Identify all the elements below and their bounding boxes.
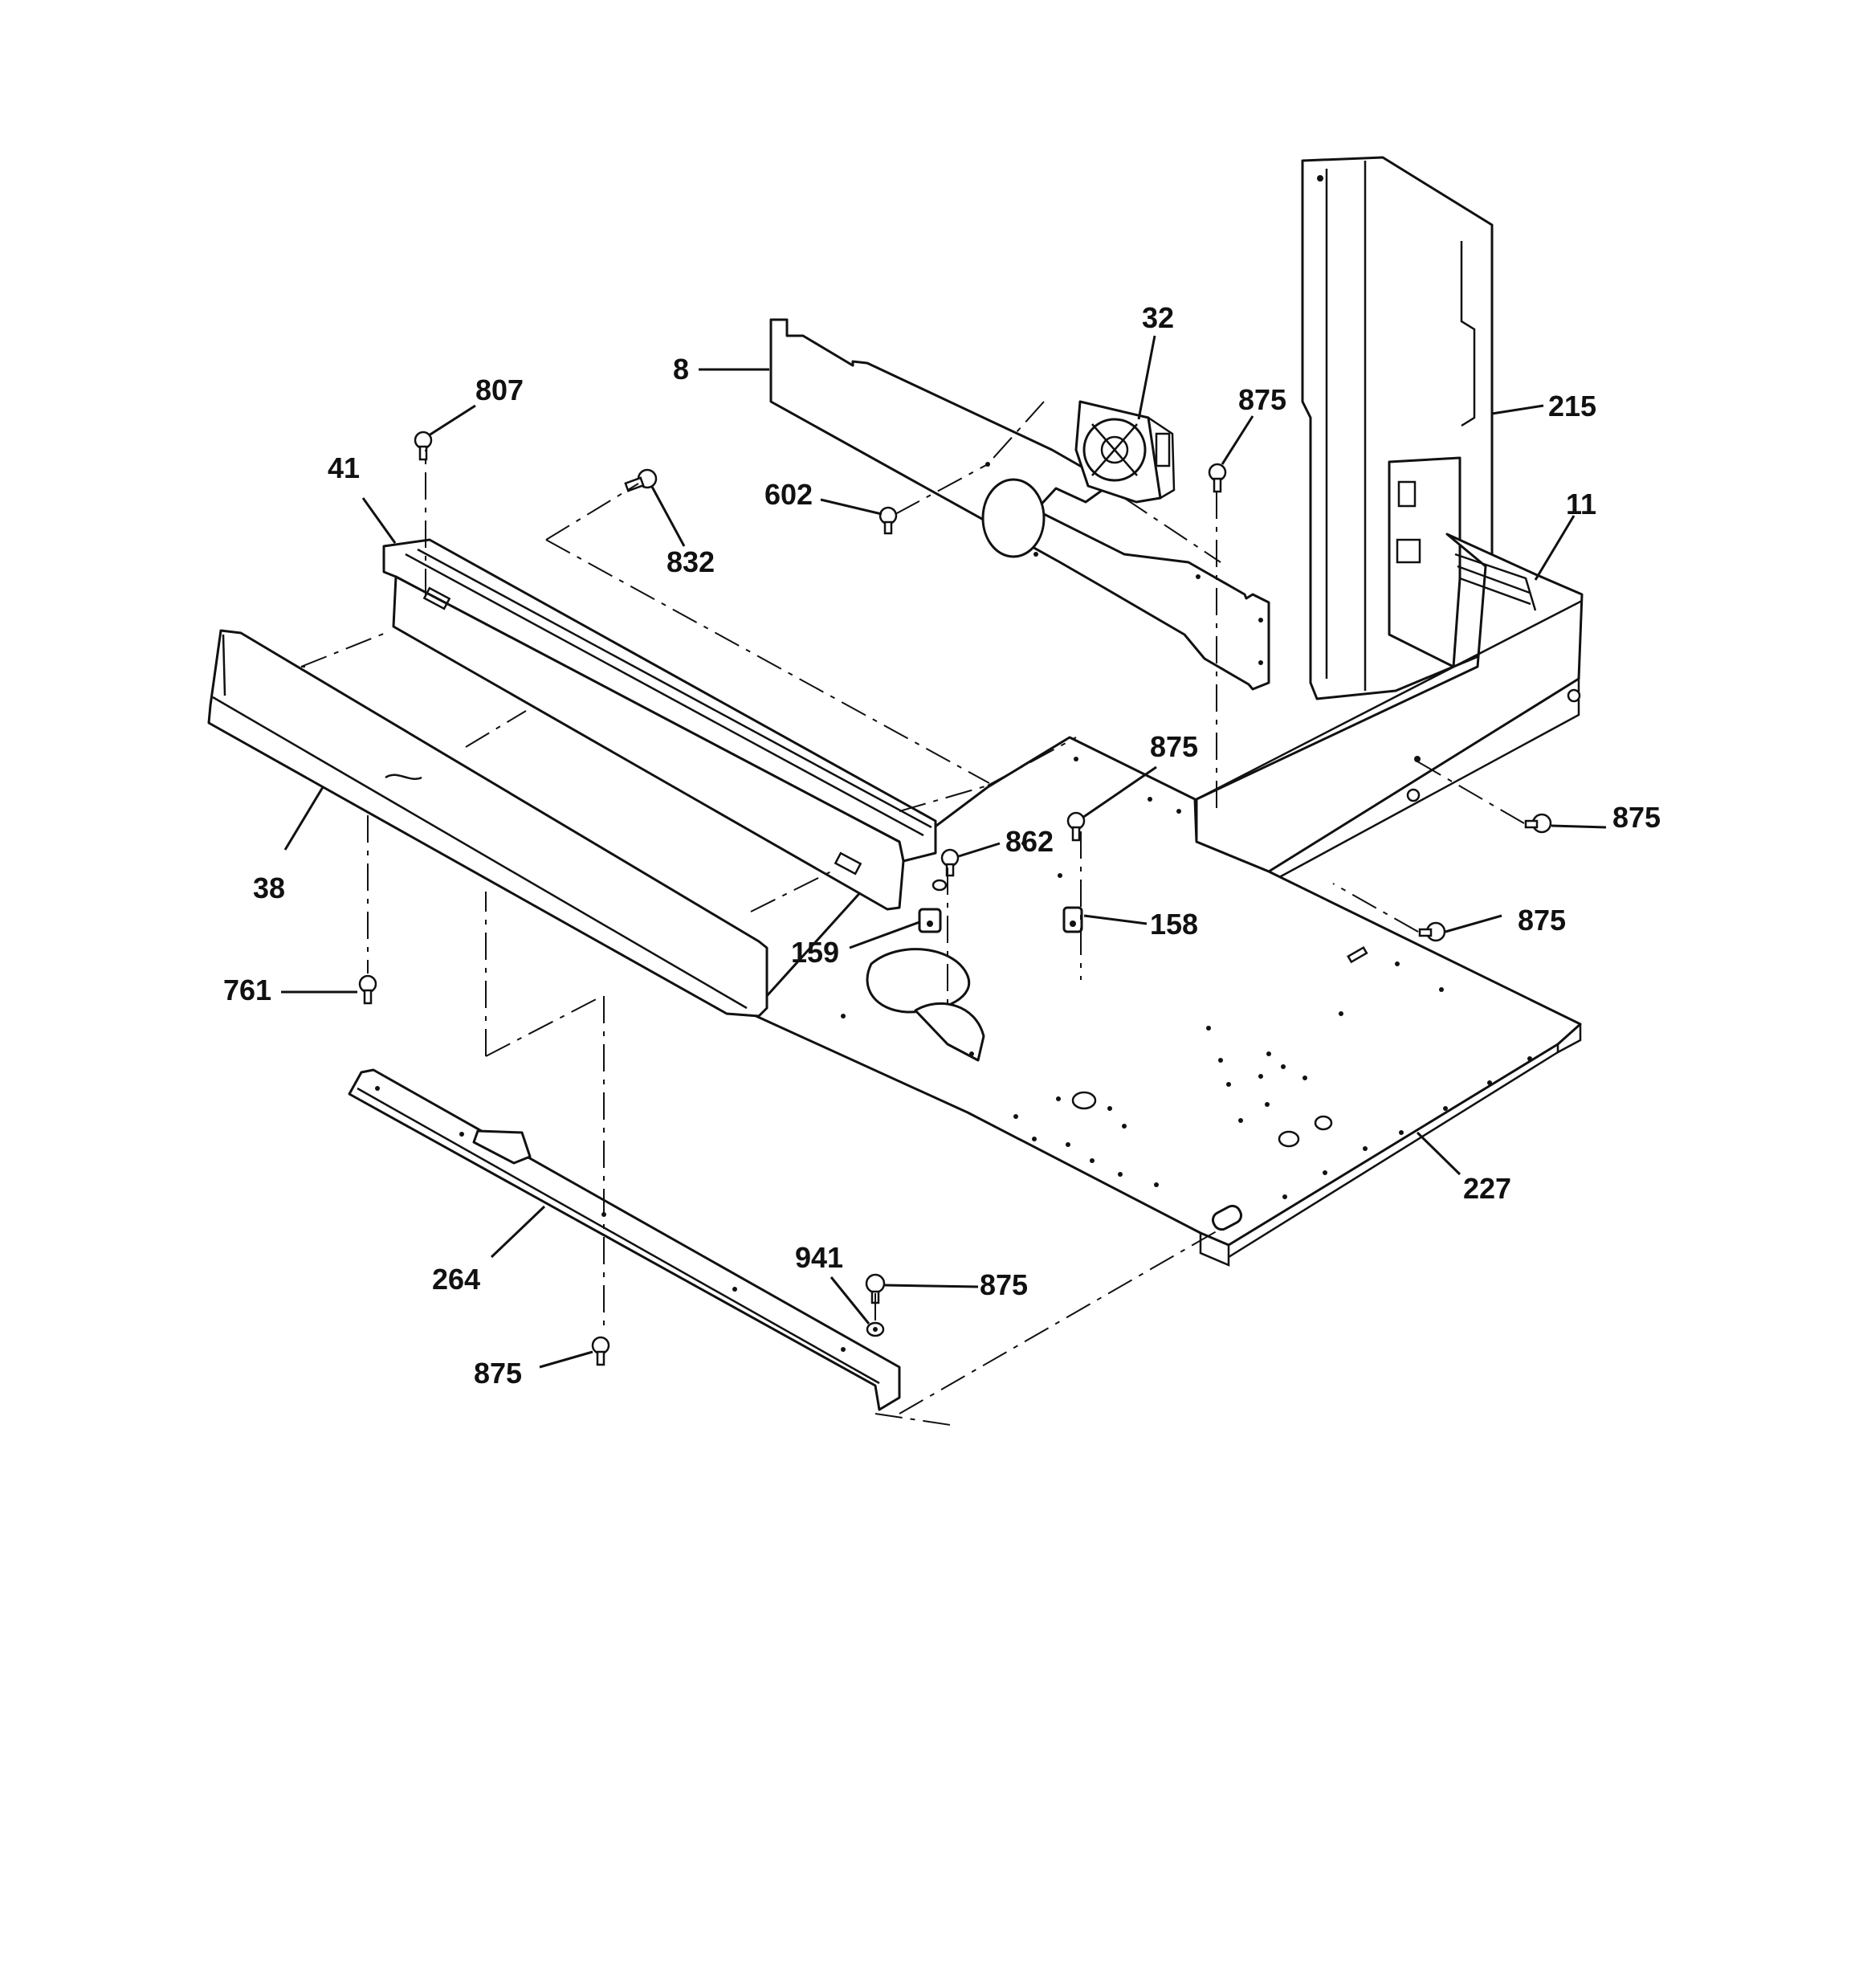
part-215-duct bbox=[1301, 156, 1494, 700]
part-41-trim bbox=[382, 538, 937, 911]
callout-227: 227 bbox=[1463, 1172, 1511, 1205]
callout-875-mid: 875 bbox=[1150, 730, 1198, 763]
callout-941: 941 bbox=[795, 1241, 843, 1274]
callout-602: 602 bbox=[764, 478, 813, 511]
screw-875-top bbox=[1208, 463, 1227, 493]
callout-761: 761 bbox=[223, 974, 271, 1006]
part-38-control-panel bbox=[207, 629, 768, 1018]
callout-875-bottom: 875 bbox=[474, 1357, 522, 1390]
callout-41: 41 bbox=[328, 451, 360, 484]
screw-875-rail-upper bbox=[1524, 813, 1552, 834]
callout-832: 832 bbox=[667, 545, 715, 578]
leader-lines bbox=[281, 335, 1607, 1369]
callout-875-top: 875 bbox=[1238, 383, 1286, 416]
screw-602 bbox=[879, 506, 898, 535]
part-227-base-panel bbox=[749, 736, 1582, 1267]
callout-159: 159 bbox=[791, 936, 839, 969]
part-158-switch bbox=[1062, 906, 1083, 933]
screw-875-mid bbox=[1066, 811, 1086, 842]
screw-832 bbox=[624, 468, 658, 492]
part-32-fan bbox=[1074, 400, 1176, 504]
screw-761 bbox=[358, 974, 377, 1005]
callout-11: 11 bbox=[1566, 488, 1596, 520]
part-159-switch bbox=[918, 879, 948, 933]
screw-875-bottom bbox=[591, 1336, 610, 1366]
screw-807 bbox=[414, 431, 433, 461]
callout-215: 215 bbox=[1548, 390, 1596, 423]
screw-875-rail-lower bbox=[1418, 921, 1446, 942]
callout-875-rail-lower: 875 bbox=[1518, 904, 1566, 937]
callout-labels: 8 32 807 875 215 41 602 11 832 875 875 8… bbox=[223, 301, 1661, 1390]
callout-32: 32 bbox=[1142, 301, 1174, 334]
assembly-lines bbox=[300, 401, 1525, 1427]
callout-875-rail-upper: 875 bbox=[1612, 801, 1661, 834]
part-8-rear-panel bbox=[769, 318, 1270, 691]
part-264-front-rail bbox=[348, 1068, 901, 1411]
screw-862 bbox=[940, 848, 960, 877]
callout-807: 807 bbox=[475, 374, 524, 406]
callout-862: 862 bbox=[1005, 825, 1054, 858]
callout-8: 8 bbox=[673, 353, 689, 386]
callout-158: 158 bbox=[1150, 908, 1198, 941]
callout-38: 38 bbox=[253, 872, 285, 904]
washer-941 bbox=[866, 1321, 885, 1337]
callout-875-lower: 875 bbox=[980, 1268, 1028, 1301]
callout-264: 264 bbox=[432, 1263, 480, 1296]
